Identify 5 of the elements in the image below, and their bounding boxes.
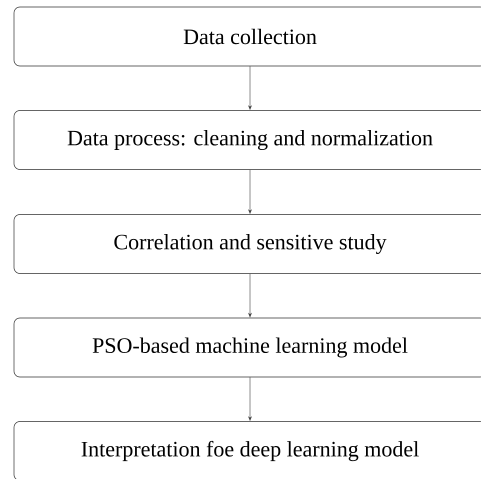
- process-box: PSO-based machine learning model: [14, 318, 481, 378]
- process-box: Data collection: [14, 6, 481, 66]
- process-box: Correlation and sensitive study: [14, 214, 481, 274]
- process-box: Interpretation foe deep learning model: [14, 421, 481, 479]
- process-box: Data process: cleaning and normalization: [14, 110, 481, 170]
